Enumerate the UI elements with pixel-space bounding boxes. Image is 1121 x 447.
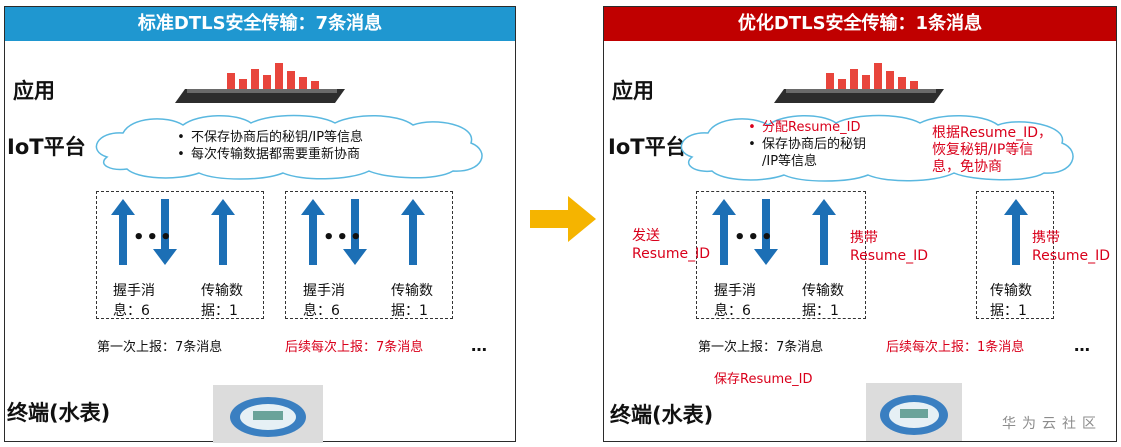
later-report-note: 后续每次上报：7条消息 <box>285 340 424 355</box>
cloud-shape <box>680 114 1074 182</box>
transfer-arrow-icon <box>1004 199 1028 265</box>
message-arrows <box>111 199 235 265</box>
later-report-note: 后续每次上报：1条消息 <box>886 340 1025 355</box>
later-report-box <box>976 191 1054 319</box>
watermark: 华为云社区 <box>1002 416 1102 432</box>
later-report-box <box>285 191 453 319</box>
platform-notes: •不保存协商后的秘钥/IP等信息 •每次传输数据都需要重新协商 <box>171 129 363 163</box>
restore-note: 根据Resume_ID， 恢复秘钥/IP等信 息，免协商 <box>932 125 1053 175</box>
app-label: 应用 <box>612 79 654 103</box>
more-handshake-dots: ••• <box>734 227 775 248</box>
send-resume-id-note: 发送 Resume_ID <box>632 228 711 262</box>
panel-title: 标准DTLS安全传输：7条消息 <box>5 7 515 41</box>
carry-resume-id-note: 携带 Resume_ID <box>1032 230 1111 264</box>
cloud-shape <box>95 114 483 180</box>
more-handshake-dots: ••• <box>133 227 174 248</box>
platform-notes: •分配Resume_ID •保存协商后的秘钥 /IP等信息 <box>742 119 866 170</box>
transition-arrow-icon <box>530 196 596 242</box>
handshake-label: 握手消 息：6 <box>113 283 155 319</box>
first-report-note: 第一次上报：7条消息 <box>97 340 223 355</box>
handshake-label: 握手消 息：6 <box>714 283 756 319</box>
terminal-label: 终端(水表) <box>7 401 111 425</box>
app-label: 应用 <box>13 79 55 103</box>
platform-note: •不保存协商后的秘钥/IP等信息 <box>177 130 364 145</box>
platform-note: •分配Resume_ID <box>748 120 861 135</box>
first-report-box <box>96 191 264 319</box>
transfer-label: 传输数 据：1 <box>990 283 1032 319</box>
first-report-box <box>696 191 866 319</box>
first-report-note: 第一次上报：7条消息 <box>698 340 824 355</box>
application-chart-icon <box>774 63 944 103</box>
more-handshake-dots: ••• <box>323 227 364 248</box>
message-arrows <box>301 199 425 265</box>
platform-note: •每次传输数据都需要重新协商 <box>177 147 361 162</box>
terminal-label: 终端(水表) <box>610 403 714 427</box>
platform-note: •保存协商后的秘钥 <box>748 137 867 152</box>
water-meter-image <box>866 383 962 441</box>
carry-resume-id-note: 携带 Resume_ID <box>850 230 929 264</box>
platform-note: /IP等信息 <box>762 154 818 169</box>
water-meter-image <box>213 385 323 443</box>
platform-label: IoT平台 <box>7 135 86 159</box>
transfer-label: 传输数 据：1 <box>201 283 243 319</box>
save-resume-id-note: 保存Resume_ID <box>714 372 813 387</box>
panel-title: 优化DTLS安全传输：1条消息 <box>604 7 1116 41</box>
standard-dtls-panel: 标准DTLS安全传输：7条消息 应用 IoT平台 •不保存协商后的秘钥/IP等信… <box>4 6 516 443</box>
message-arrows <box>712 199 836 265</box>
ellipsis: … <box>1074 336 1090 355</box>
ellipsis: … <box>471 336 487 355</box>
optimized-dtls-panel: 优化DTLS安全传输：1条消息 应用 IoT平台 •分配Resume_ID •保… <box>603 6 1117 442</box>
transfer-label: 传输数 据：1 <box>391 283 433 319</box>
transfer-label: 传输数 据：1 <box>802 283 844 319</box>
application-chart-icon <box>175 63 345 103</box>
handshake-label: 握手消 息：6 <box>303 283 345 319</box>
platform-label: IoT平台 <box>608 135 687 159</box>
